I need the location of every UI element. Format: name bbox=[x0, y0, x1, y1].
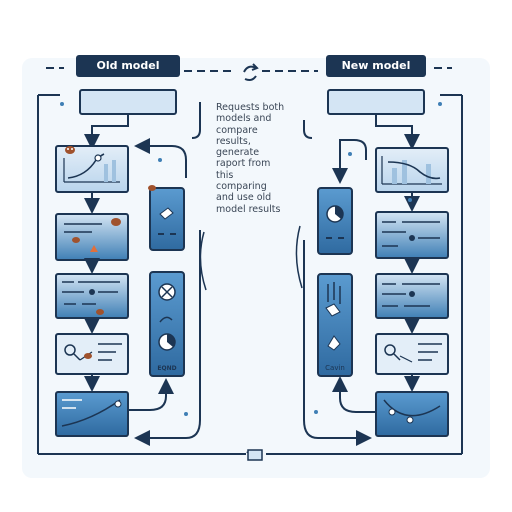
bug-icon bbox=[72, 237, 80, 243]
bug-icon bbox=[84, 353, 92, 359]
new-sidebar-label: Cavin bbox=[325, 364, 345, 372]
bug-icon bbox=[96, 309, 104, 315]
new-result-card bbox=[375, 391, 449, 437]
bug-icon bbox=[148, 185, 156, 191]
refresh-arrow-icon-top bbox=[243, 63, 259, 81]
new-chart-card bbox=[375, 147, 449, 193]
center-divider bbox=[199, 225, 303, 291]
center-note: Requests both models and compare results… bbox=[216, 102, 285, 215]
new-model-title: New model bbox=[326, 55, 426, 77]
warning-icon bbox=[90, 245, 98, 252]
old-result-card bbox=[55, 391, 129, 437]
new-list-card-2 bbox=[375, 273, 449, 319]
old-model-column: EQND bbox=[55, 89, 201, 446]
pie-chart-icon bbox=[158, 333, 176, 351]
bug-icon bbox=[111, 218, 121, 226]
new-model-column: Cavin bbox=[303, 89, 449, 446]
old-search-card bbox=[55, 333, 129, 375]
bottom-connector bbox=[37, 94, 463, 455]
cursor-icon bbox=[327, 282, 341, 304]
old-input-box bbox=[79, 89, 177, 115]
pie-chart-icon bbox=[326, 205, 344, 223]
gauge-icon bbox=[158, 283, 176, 301]
new-input-box bbox=[327, 89, 425, 115]
old-chart-card bbox=[55, 145, 129, 193]
refresh-arrow-icon-bottom bbox=[246, 449, 263, 461]
bug-icon bbox=[65, 146, 75, 154]
old-sidebar-bottom bbox=[149, 271, 185, 377]
old-list-card-2 bbox=[55, 273, 129, 319]
new-list-card-1 bbox=[375, 211, 449, 259]
old-sidebar-label: EQND bbox=[157, 365, 176, 372]
old-sidebar-top bbox=[148, 185, 185, 251]
top-connector bbox=[46, 67, 452, 72]
new-search-card bbox=[375, 333, 449, 375]
new-sidebar-bottom bbox=[317, 273, 353, 377]
old-list-card-1 bbox=[55, 213, 129, 261]
new-sidebar-top bbox=[317, 187, 353, 255]
background-panel bbox=[22, 58, 490, 478]
old-model-title: Old model bbox=[76, 55, 180, 77]
